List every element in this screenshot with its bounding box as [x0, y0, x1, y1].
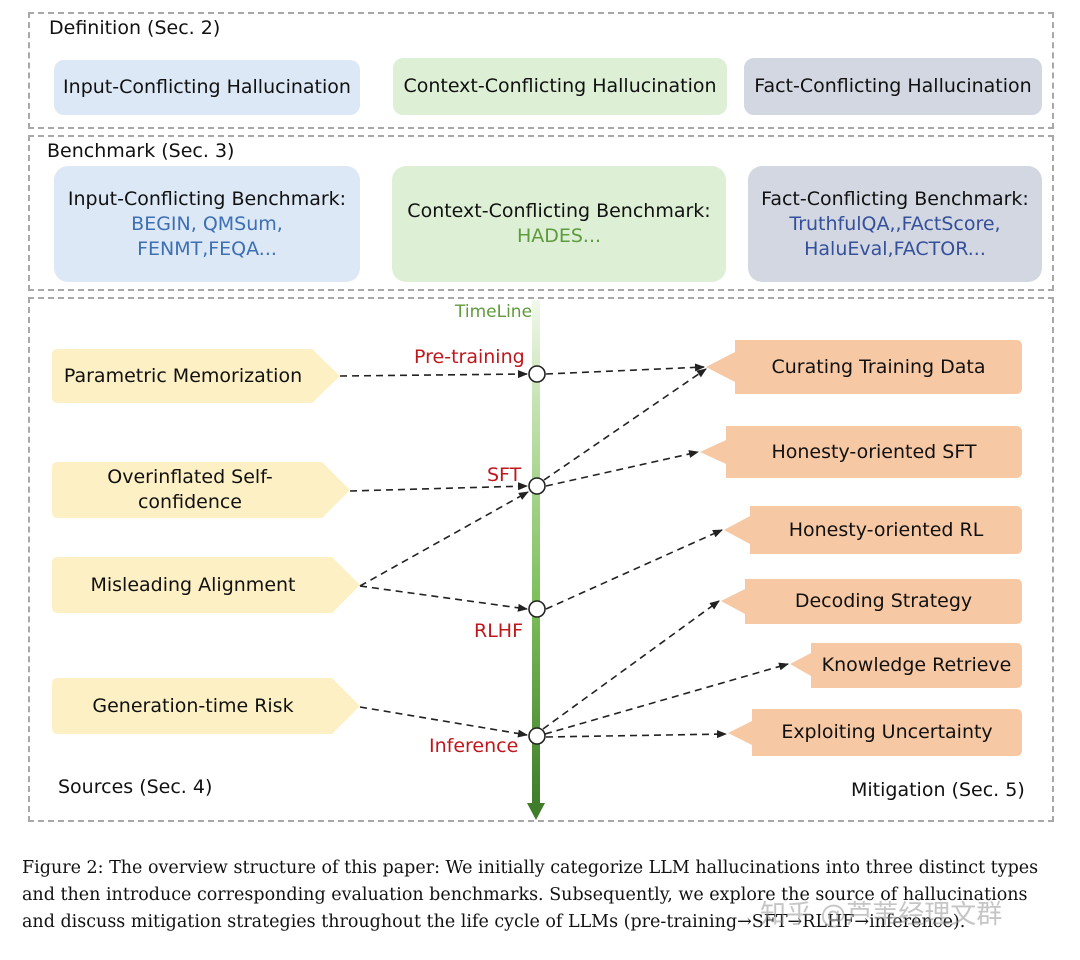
mitigation-curating-training-data-text: Curating Training Data	[771, 355, 986, 378]
stage-sft-label: SFT	[487, 464, 522, 486]
source-parametric-memorization: Parametric Memorization	[52, 349, 314, 403]
mitigation-decoding-strategy-text: Decoding Strategy	[794, 590, 973, 612]
mitigation-box-exploiting-uncertainty	[728, 709, 1022, 756]
flow-diagram	[52, 300, 1022, 820]
context-conflicting-benchmark-line1: HADES...	[516, 225, 602, 247]
arrow-generation-risk-to-inference	[359, 706, 528, 738]
arrow-inference-to-knowledge	[544, 662, 789, 735]
input-conflicting-hallucination-box: Input-Conflicting Hallucination	[54, 60, 360, 115]
stage-pretraining-label: Pre-training	[414, 346, 525, 368]
timeline-arrowhead	[527, 803, 545, 820]
source-misleading-alignment: Misleading Alignment	[52, 557, 334, 613]
timeline-label: TimeLine	[455, 302, 533, 322]
mitigation-box-knowledge-retrieve	[790, 643, 1022, 688]
mitigation-honesty-oriented-rl: Honesty-oriented RL	[750, 506, 1022, 554]
definition-label: Definition (Sec. 2)	[49, 17, 221, 39]
source-box-parametric-memorization	[52, 349, 340, 403]
arrow-sft-to-honesty-sft	[545, 450, 699, 487]
sft-node	[528, 477, 546, 495]
fact-conflicting-hallucination-text: Fact-Conflicting Hallucination	[754, 75, 1032, 97]
mitigation-knowledge-retrieve-text: Knowledge Retrieve	[821, 654, 1012, 676]
input-conflicting-benchmark-line2: FENMT,FEQA...	[137, 237, 277, 260]
mitigation-exploiting-uncertainty-text: Exploiting Uncertainty	[781, 721, 993, 743]
arrow-self-confidence-to-sft	[349, 482, 528, 492]
source-generation-time-risk-text: Generation-time Risk	[92, 694, 294, 717]
figure-caption: Figure 2: The overview structure of this…	[22, 858, 1039, 932]
input-conflicting-benchmark-line1: BEGIN, QMSum,	[131, 212, 283, 235]
fact-conflicting-benchmark-line2: HaluEval,FACTOR...	[804, 237, 986, 260]
sources-label: Sources (Sec. 4)	[58, 776, 213, 798]
source-misleading-alignment-text: Misleading Alignment	[90, 573, 296, 596]
arrow-misleading-alignment-to-sft	[359, 491, 529, 587]
source-generation-time-risk: Generation-time Risk	[52, 678, 334, 734]
source-overinflated-self-confidence: Overinflated Self-confidence	[75, 462, 305, 518]
mitigation-box-decoding-strategy	[721, 579, 1022, 624]
mitigation-honesty-oriented-rl-text: Honesty-oriented RL	[788, 518, 984, 541]
arrow-pretraining-to-curating	[545, 363, 705, 375]
source-box-generation-time-risk	[52, 678, 360, 734]
arrow-inference-to-decoding	[542, 600, 720, 730]
context-conflicting-hallucination-text: Context-Conflicting Hallucination	[403, 75, 717, 97]
arrow-misleading-alignment-to-rlhf	[359, 585, 528, 612]
mitigation-box-curating-training-data	[706, 340, 1022, 394]
context-conflicting-benchmark-title: Context-Conflicting Benchmark:	[407, 200, 711, 222]
stage-rlhf-label: RLHF	[474, 620, 524, 642]
benchmark-section	[28, 135, 1054, 291]
input-conflicting-hallucination-text: Input-Conflicting Hallucination	[63, 76, 351, 98]
mitigation-label: Mitigation (Sec. 5)	[851, 779, 1025, 801]
arrow-memorization-to-pretraining	[339, 370, 528, 379]
watermark: 知乎 @芦苇经理文群	[760, 900, 1003, 930]
context-conflicting-benchmark-box: Context-Conflicting Benchmark: HADES...	[392, 166, 726, 282]
mitigation-decoding-strategy: Decoding Strategy	[745, 579, 1022, 624]
arrow-sft-to-curating	[543, 368, 707, 481]
source-box-overinflated-self-confidence	[52, 462, 350, 518]
fact-conflicting-hallucination-box: Fact-Conflicting Hallucination	[744, 58, 1042, 115]
mitigation-honesty-oriented-sft-text: Honesty-oriented SFT	[771, 440, 977, 463]
source-box-misleading-alignment	[52, 557, 360, 613]
context-conflicting-hallucination-box: Context-Conflicting Hallucination	[393, 58, 727, 115]
arrow-inference-to-uncertainty	[545, 730, 727, 739]
mitigation-knowledge-retrieve: Knowledge Retrieve	[811, 643, 1022, 688]
timeline-bar	[532, 300, 540, 805]
fact-conflicting-benchmark-box: Fact-Conflicting Benchmark: TruthfulQA,,…	[748, 166, 1042, 282]
mitigation-exploiting-uncertainty: Exploiting Uncertainty	[752, 709, 1022, 756]
definition-section	[28, 12, 1054, 129]
pretraining-node	[528, 365, 546, 383]
mitigation-curating-training-data: Curating Training Data	[735, 340, 1022, 394]
fact-conflicting-benchmark-line1: TruthfulQA,,FActScore,	[789, 212, 1001, 235]
fact-conflicting-benchmark-title: Fact-Conflicting Benchmark:	[761, 187, 1029, 210]
input-conflicting-benchmark-box: Input-Conflicting Benchmark: BEGIN, QMSu…	[54, 166, 360, 282]
rlhf-node	[528, 600, 546, 618]
mitigation-box-honesty-oriented-rl	[724, 506, 1022, 554]
mitigation-box-honesty-oriented-sft	[700, 426, 1022, 478]
arrow-rlhf-to-honesty-rl	[545, 529, 723, 610]
inference-node	[528, 727, 546, 745]
stage-inference-label: Inference	[429, 735, 519, 757]
benchmark-label: Benchmark (Sec. 3)	[47, 140, 235, 162]
input-conflicting-benchmark-title: Input-Conflicting Benchmark:	[67, 187, 347, 210]
source-overinflated-self-confidence-text: Overinflated Self-confidence	[107, 466, 273, 513]
source-parametric-memorization-text: Parametric Memorization	[63, 364, 303, 387]
flow-section	[28, 297, 1054, 822]
mitigation-honesty-oriented-sft: Honesty-oriented SFT	[726, 426, 1022, 478]
